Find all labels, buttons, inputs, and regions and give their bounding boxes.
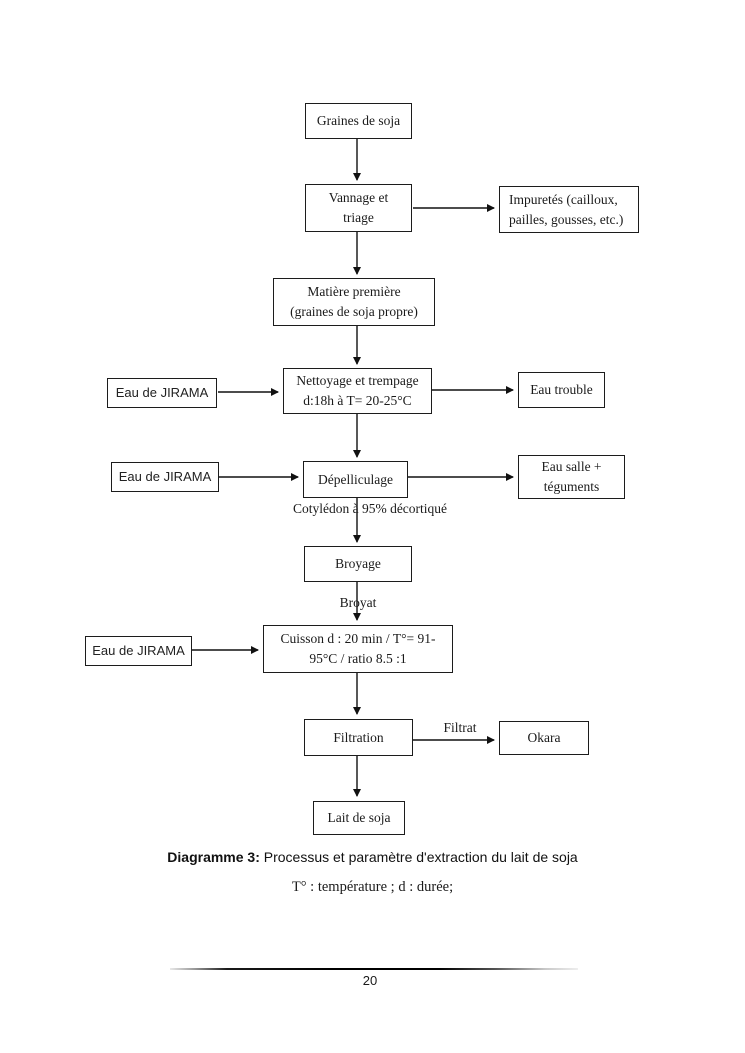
node-broyage: Broyage (304, 546, 412, 582)
footer-divider (170, 968, 578, 970)
node-cuisson: Cuisson d : 20 min / T°= 91- 95°C / rati… (263, 625, 453, 673)
node-eau-de-jirama-3: Eau de JIRAMA (85, 636, 192, 666)
node-eau-salle-teguments: Eau salle + téguments (518, 455, 625, 499)
label-broyat: Broyat (339, 595, 377, 610)
label-filtrat: Filtrat (443, 720, 477, 735)
node-filtration: Filtration (304, 719, 413, 756)
node-impuretes: Impuretés (cailloux, pailles, gousses, e… (499, 186, 639, 233)
diagram-legend: T° : température ; d : durée; (291, 879, 454, 895)
caption-text: Processus et paramètre d'extraction du l… (259, 849, 578, 865)
node-eau-trouble: Eau trouble (518, 372, 605, 408)
diagram-caption: Diagramme 3: Processus et paramètre d'ex… (0, 849, 745, 865)
node-lait-de-soja: Lait de soja (313, 801, 405, 835)
node-nettoyage-trempage: Nettoyage et trempage d:18h à T= 20-25°C (283, 368, 432, 414)
node-depelliculage: Dépelliculage (303, 461, 408, 498)
node-eau-de-jirama-1: Eau de JIRAMA (107, 378, 217, 408)
node-vannage-et-triage: Vannage et triage (305, 184, 412, 232)
node-matiere-premiere: Matière première (graines de soja propre… (273, 278, 435, 326)
page-number: 20 (362, 973, 378, 988)
node-okara: Okara (499, 721, 589, 755)
label-cotyledon: Cotylédon à 95% décortiqué (292, 501, 448, 516)
node-graines-de-soja: Graines de soja (305, 103, 412, 139)
node-eau-de-jirama-2: Eau de JIRAMA (111, 462, 219, 492)
caption-label: Diagramme 3: (167, 849, 260, 865)
